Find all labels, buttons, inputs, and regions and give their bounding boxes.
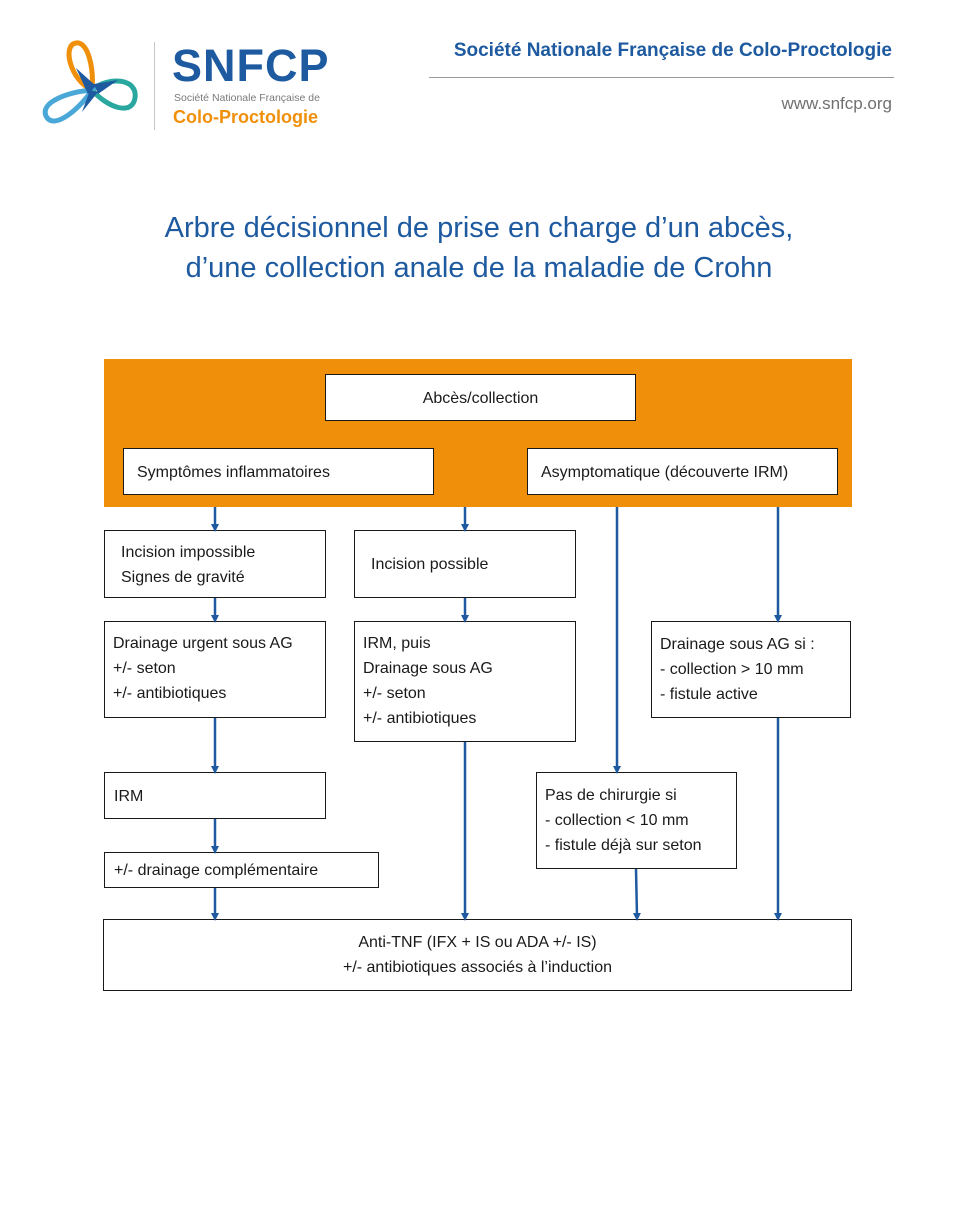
header-rule xyxy=(429,77,894,78)
node-line: Drainage sous AG xyxy=(363,660,493,677)
page-title: Arbre décisionnel de prise en charge d’u… xyxy=(0,208,958,288)
node-drainage-sous-ag-si: Drainage sous AG si : - collection > 10 m… xyxy=(651,621,851,718)
logo-tagline: Colo-Proctologie xyxy=(173,107,318,127)
node-line: +/- drainage complémentaire xyxy=(114,862,319,879)
node-line: Anti-TNF (IFX + IS ou ADA +/- IS) xyxy=(358,934,597,951)
node-line: Asymptomatique (découverte IRM) xyxy=(541,464,789,481)
node-incision-possible: Incision possible xyxy=(354,530,576,598)
node-line: IRM, puis xyxy=(363,635,431,652)
node-line: Symptômes inflammatoires xyxy=(137,464,330,481)
snfcp-logo-icon xyxy=(42,40,138,124)
node-drainage-complementaire: +/- drainage complémentaire xyxy=(104,852,379,888)
page-title-line-2: d’une collection anale de la maladie de … xyxy=(185,252,773,284)
node-line: Drainage urgent sous AG xyxy=(113,635,293,652)
node-abces-collection: Abcès/collection xyxy=(325,374,636,421)
node-line: - fistule déjà sur seton xyxy=(545,837,702,854)
arrow-nosurg-to-tnf xyxy=(632,868,641,921)
node-line: Drainage sous AG si : xyxy=(660,636,815,653)
node-line: Incision possible xyxy=(371,556,489,573)
node-line: Incision impossible xyxy=(121,544,256,561)
society-name: Société Nationale Française de Colo-Proc… xyxy=(453,40,892,61)
node-line: - fistule active xyxy=(660,686,758,703)
node-line: Signes de gravité xyxy=(121,569,245,586)
node-line: - collection < 10 mm xyxy=(545,812,689,829)
node-irm: IRM xyxy=(104,772,326,819)
node-line: Pas de chirurgie si xyxy=(545,787,677,804)
node-anti-tnf: Anti-TNF (IFX + IS ou ADA +/- IS) +/- ant… xyxy=(103,919,852,991)
node-line: +/- seton xyxy=(363,685,426,702)
node-line: IRM xyxy=(114,788,144,805)
logo-text: SNFCP xyxy=(172,40,330,91)
node-line: +/- antibiotiques xyxy=(363,710,477,727)
node-line: +/- antibiotiques associés à l’induction xyxy=(342,959,613,976)
node-line: +/- seton xyxy=(113,660,176,677)
node-line: +/- antibiotiques xyxy=(113,685,227,702)
website-link[interactable]: www.snfcp.org xyxy=(781,94,892,113)
page-title-line-1: Arbre décisionnel de prise en charge d’u… xyxy=(164,212,794,244)
node-line: Abcès/collection xyxy=(422,390,539,407)
node-line: - collection > 10 mm xyxy=(660,661,804,678)
node-pas-de-chirurgie: Pas de chirurgie si - collection < 10 mm -… xyxy=(536,772,737,869)
logo-subtitle: Société Nationale Française de xyxy=(174,92,320,104)
node-drainage-urgent: Drainage urgent sous AG +/- seton +/- anti… xyxy=(104,621,326,718)
node-asymptomatique: Asymptomatique (découverte IRM) xyxy=(527,448,838,495)
logo-divider xyxy=(154,42,155,130)
node-symptomes-inflammatoires: Symptômes inflammatoires xyxy=(123,448,434,495)
